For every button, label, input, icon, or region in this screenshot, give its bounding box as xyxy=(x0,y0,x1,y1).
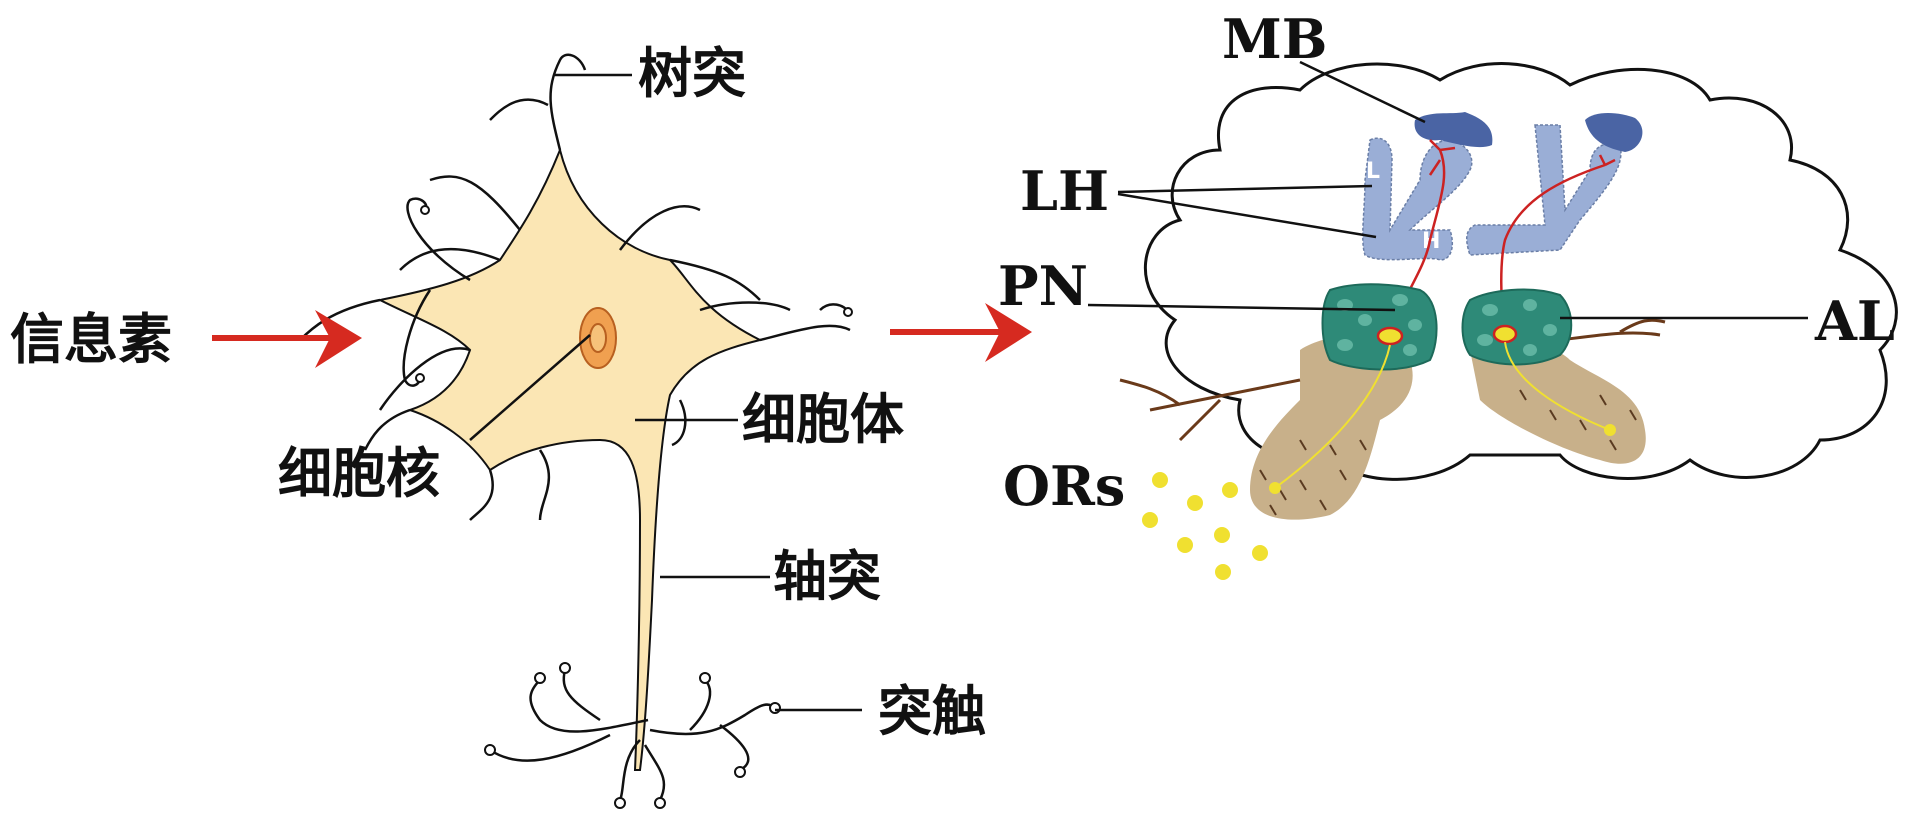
label-cell-body: 细胞体 xyxy=(742,387,904,451)
odorant-molecules xyxy=(1142,472,1268,580)
label-synapse: 突触 xyxy=(878,679,986,743)
right-glomerulus-target xyxy=(1492,324,1518,344)
lobe-mark-l: L xyxy=(1366,159,1380,184)
arrow-pheromone-to-neuron xyxy=(212,310,362,368)
label-dendrite: 树突 xyxy=(638,41,746,105)
right-calyx xyxy=(1585,113,1643,152)
glomeruli xyxy=(1337,294,1557,356)
lobe-mark-h: H xyxy=(1422,229,1440,254)
label-lh: LH xyxy=(1020,159,1109,223)
left-pn-axon xyxy=(1388,139,1456,336)
right-mushroom-body xyxy=(1465,124,1622,256)
label-axon: 轴突 xyxy=(773,544,881,608)
mb-leader xyxy=(1299,60,1426,124)
lh-leader-h xyxy=(1117,192,1377,239)
label-nucleus: 细胞核 xyxy=(278,441,440,505)
left-calyx xyxy=(1414,112,1493,148)
label-mb: MB xyxy=(1222,7,1327,71)
left-antenna xyxy=(1250,336,1413,520)
left-glomerulus-target xyxy=(1376,326,1404,346)
nucleus-leader xyxy=(469,334,591,441)
label-pheromone: 信息素 xyxy=(10,307,172,371)
nucleolus xyxy=(589,323,607,353)
arrow-neuron-to-brain xyxy=(890,303,1032,362)
cell-body xyxy=(376,146,763,771)
brain: L H xyxy=(1119,62,1898,580)
antenna-hairs xyxy=(1259,389,1637,516)
label-al: AL xyxy=(1814,289,1895,353)
right-nerve-branches xyxy=(1559,318,1666,342)
pn-leader xyxy=(1087,303,1396,312)
label-ors: ORs xyxy=(1003,454,1125,518)
terminal-knobs xyxy=(415,205,853,809)
right-osn-axon xyxy=(1504,341,1611,431)
left-osn-axon xyxy=(1274,344,1391,489)
lh-leader-l xyxy=(1117,184,1373,194)
left-nerve-branches xyxy=(1119,378,1301,442)
label-pn: PN xyxy=(998,254,1088,318)
